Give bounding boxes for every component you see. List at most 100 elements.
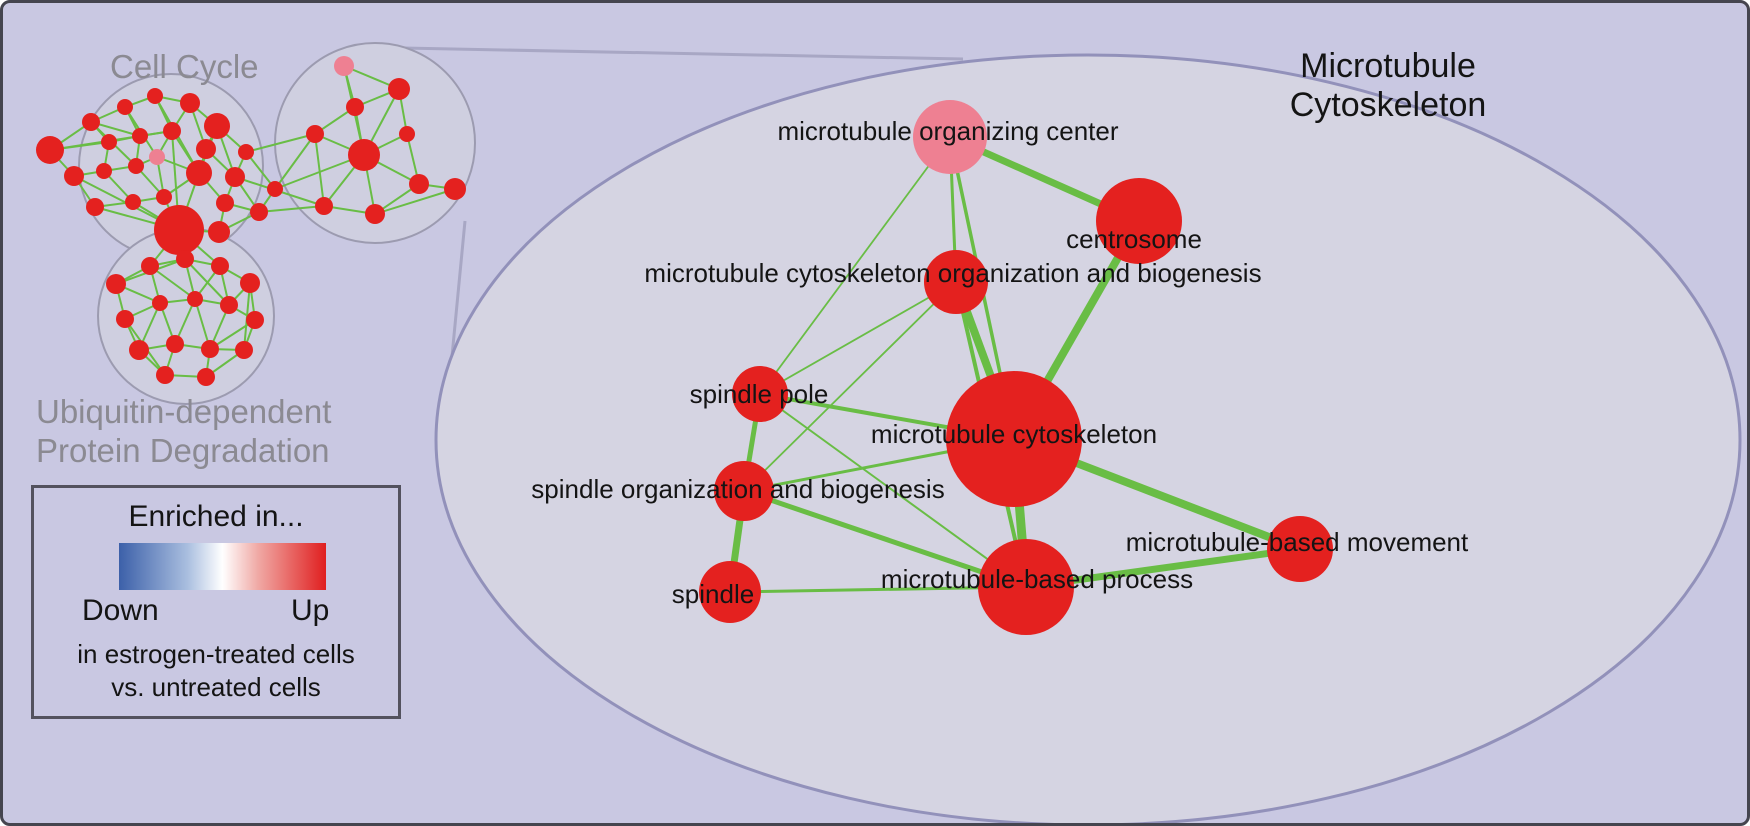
overview-edge: [245, 133, 316, 153]
ubiquitin-cluster-label-line1: Ubiquitin-dependent: [36, 393, 332, 430]
overview-node-u14[interactable]: [235, 341, 253, 359]
overview-node-u6[interactable]: [116, 310, 134, 328]
overview-node-u5[interactable]: [240, 273, 260, 293]
zoom-node-mbp[interactable]: [978, 539, 1074, 635]
zoom-node-sob[interactable]: [714, 461, 774, 521]
zoom-edge: [759, 136, 951, 395]
legend-box: Enriched in... Down Up in estrogen-treat…: [31, 485, 401, 719]
overview-node-u1[interactable]: [106, 274, 126, 294]
overview-node-m5[interactable]: [399, 126, 415, 142]
zoom-node-mco[interactable]: [924, 250, 988, 314]
zoom-edge: [759, 281, 957, 395]
overview-node-c24[interactable]: [250, 203, 268, 221]
ubiquitin-cluster-label: Ubiquitin-dependent Protein Degradation: [36, 393, 331, 471]
overview-edge: [374, 188, 456, 215]
overview-node-c4[interactable]: [147, 88, 163, 104]
overview-node-u11[interactable]: [129, 340, 149, 360]
overview-node-m6[interactable]: [348, 139, 380, 171]
overview-node-u15[interactable]: [156, 366, 174, 384]
overview-node-m1[interactable]: [334, 56, 354, 76]
overview-node-c6[interactable]: [204, 113, 230, 139]
overview-node-m2[interactable]: [388, 78, 410, 100]
overview-node-c10[interactable]: [163, 122, 181, 140]
zoom-node-label: microtubule cytoskeleton organization an…: [644, 258, 1261, 288]
zoom-node-label: microtubule-based process: [881, 564, 1193, 594]
overview-node-m4[interactable]: [306, 125, 324, 143]
overview-edge: [149, 265, 196, 300]
zoom-node-label: microtubule organizing center: [777, 116, 1118, 146]
zoom-edge: [743, 281, 957, 492]
legend-up-label: Up: [291, 594, 330, 627]
overview-node-u3[interactable]: [176, 250, 194, 268]
overview-node-u7[interactable]: [152, 295, 168, 311]
overview-node-u4[interactable]: [211, 257, 229, 275]
zoom-edge: [759, 393, 1027, 588]
overview-node-u13[interactable]: [201, 340, 219, 358]
zoom-node-label: microtubule-based movement: [1126, 527, 1469, 557]
zoom-node-label: spindle organization and biogenesis: [531, 474, 944, 504]
legend-caption-line1: in estrogen-treated cells: [77, 639, 355, 669]
zoom-node-mbm[interactable]: [1267, 516, 1333, 582]
overview-node-u9[interactable]: [220, 296, 238, 314]
overview-edge: [258, 205, 325, 213]
overview-node-c19[interactable]: [86, 198, 104, 216]
overview-node-c14[interactable]: [96, 163, 112, 179]
overview-node-c23[interactable]: [208, 221, 230, 243]
zoom-node-moc[interactable]: [913, 100, 987, 174]
overview-node-c1[interactable]: [36, 136, 64, 164]
legend-down-label: Down: [82, 594, 159, 627]
zoom-node-label: centrosome: [1066, 224, 1202, 254]
overview-node-c3[interactable]: [117, 99, 133, 115]
overview-node-c12[interactable]: [225, 167, 245, 187]
overview-node-c18[interactable]: [216, 194, 234, 212]
cell-cycle-cluster-label: Cell Cycle: [110, 48, 259, 85]
legend-caption-line2: vs. untreated cells: [111, 671, 321, 702]
overview-node-m10[interactable]: [315, 197, 333, 215]
overview-node-u2[interactable]: [141, 257, 159, 275]
overview-node-c21[interactable]: [156, 189, 172, 205]
zoom-node-spole[interactable]: [732, 366, 788, 422]
zoom-node-label: spindle pole: [690, 379, 829, 409]
overview-node-m8[interactable]: [444, 178, 466, 200]
legend-caption: in estrogen-treated cells vs. untreated …: [34, 638, 398, 703]
zoom-cone-line: [402, 46, 964, 61]
zoom-cluster-ellipse: [434, 53, 1742, 823]
overview-node-m3[interactable]: [346, 98, 364, 116]
microtubule-cluster-title-line2: Cytoskeleton: [1289, 86, 1487, 125]
overview-node-c11[interactable]: [196, 139, 216, 159]
overview-node-c16[interactable]: [149, 149, 165, 165]
overview-node-c13[interactable]: [64, 166, 84, 186]
overview-node-u10[interactable]: [246, 311, 264, 329]
overview-node-c15[interactable]: [128, 158, 144, 174]
zoom-edge: [729, 585, 1027, 594]
overview-node-c2[interactable]: [82, 113, 100, 131]
cluster-circle-microtubule: [274, 42, 476, 244]
overview-edge: [314, 133, 325, 207]
overview-node-c25[interactable]: [267, 181, 283, 197]
ubiquitin-cluster-label-line2: Protein Degradation: [36, 431, 330, 469]
overview-node-c22[interactable]: [154, 205, 204, 255]
zoom-node-mc[interactable]: [946, 371, 1082, 507]
overview-node-c5[interactable]: [180, 93, 200, 113]
legend-title: Enriched in...: [128, 500, 304, 533]
zoom-node-spindle[interactable]: [699, 561, 761, 623]
microtubule-cluster-title-line1: Microtubule: [1300, 47, 1476, 85]
zoom-node-label: microtubule cytoskeleton: [871, 419, 1157, 449]
overview-node-u16[interactable]: [197, 368, 215, 386]
overview-node-m9[interactable]: [365, 204, 385, 224]
overview-node-c17[interactable]: [186, 160, 212, 186]
overview-node-u12[interactable]: [166, 335, 184, 353]
zoom-node-centrosome[interactable]: [1096, 178, 1182, 264]
overview-node-c20[interactable]: [125, 194, 141, 210]
overview-node-c7[interactable]: [238, 144, 254, 160]
overview-node-m7[interactable]: [409, 174, 429, 194]
overview-node-u8[interactable]: [187, 291, 203, 307]
overview-edge: [274, 133, 316, 190]
microtubule-cluster-title: Microtubule Cytoskeleton: [1248, 47, 1528, 125]
overview-node-c9[interactable]: [132, 128, 148, 144]
legend-gradient-bar: [119, 543, 326, 590]
diagram-svg: microtubule organizing center centrosome m…: [36, 42, 1742, 823]
overview-node-c8[interactable]: [101, 134, 117, 150]
zoom-node-label: spindle: [672, 579, 754, 609]
